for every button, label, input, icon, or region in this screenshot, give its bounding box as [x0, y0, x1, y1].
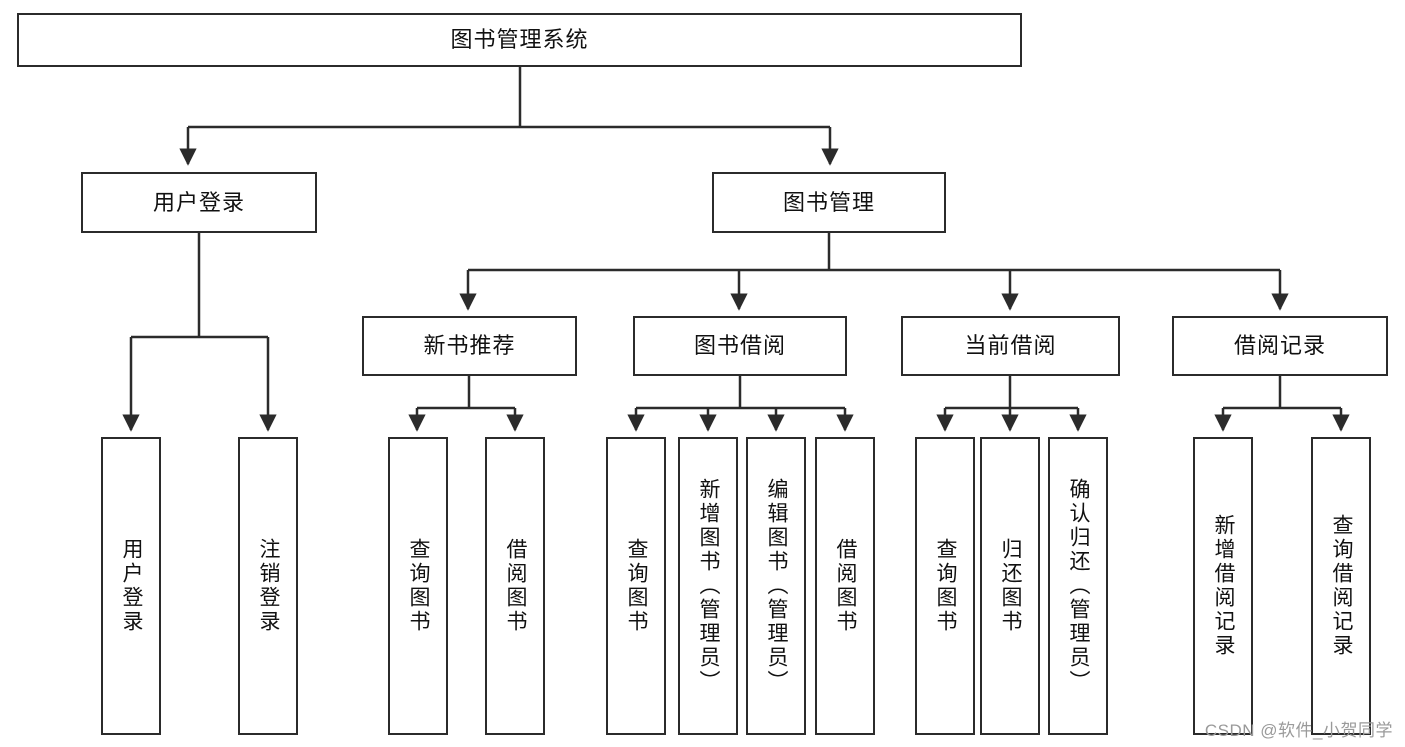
leaf-query-book-current[interactable]: 查询图书 [915, 437, 975, 735]
node-label: 查询借阅记录 [1330, 514, 1354, 658]
node-root-book-management-system[interactable]: 图书管理系统 [17, 13, 1022, 67]
leaf-query-borrow-record[interactable]: 查询借阅记录 [1311, 437, 1371, 735]
node-label: 图书管理 [782, 189, 875, 215]
leaf-query-book-recommend[interactable]: 查询图书 [388, 437, 448, 735]
node-label: 归还图书 [999, 538, 1023, 634]
leaf-edit-book-admin[interactable]: 编辑图书（管理员） [746, 437, 806, 735]
leaf-borrow-book[interactable]: 借阅图书 [815, 437, 875, 735]
leaf-add-borrow-record[interactable]: 新增借阅记录 [1193, 437, 1253, 735]
node-current-borrow[interactable]: 当前借阅 [901, 316, 1120, 376]
node-label: 借阅记录 [1233, 333, 1326, 359]
leaf-user-login[interactable]: 用户登录 [101, 437, 161, 735]
node-label: 借阅图书 [504, 538, 528, 634]
leaf-confirm-return-admin[interactable]: 确认归还（管理员） [1048, 437, 1108, 735]
node-new-book-recommend[interactable]: 新书推荐 [362, 316, 577, 376]
node-label: 查询图书 [934, 538, 958, 634]
node-book-borrow[interactable]: 图书借阅 [633, 316, 847, 376]
leaf-query-book-borrow[interactable]: 查询图书 [606, 437, 666, 735]
node-borrow-record[interactable]: 借阅记录 [1172, 316, 1388, 376]
node-label: 查询图书 [407, 538, 431, 634]
node-label: 新增借阅记录 [1212, 514, 1236, 658]
node-label: 新书推荐 [423, 333, 516, 359]
node-label: 确认归还（管理员） [1067, 478, 1091, 694]
node-label: 查询图书 [625, 538, 649, 634]
leaf-add-book-admin[interactable]: 新增图书（管理员） [678, 437, 738, 735]
node-book-management[interactable]: 图书管理 [712, 172, 946, 233]
node-label: 图书管理系统 [450, 27, 589, 53]
node-label: 用户登录 [152, 189, 245, 215]
node-label: 用户登录 [120, 538, 144, 634]
node-label: 当前借阅 [964, 333, 1057, 359]
leaf-borrow-book-recommend[interactable]: 借阅图书 [485, 437, 545, 735]
watermark: CSDN @软件_小贺同学 [1204, 721, 1393, 740]
leaf-return-book[interactable]: 归还图书 [980, 437, 1040, 735]
node-label: 新增图书（管理员） [697, 478, 721, 694]
node-user-login[interactable]: 用户登录 [81, 172, 317, 233]
node-label: 图书借阅 [693, 333, 786, 359]
node-label: 编辑图书（管理员） [765, 478, 789, 694]
node-label: 借阅图书 [834, 538, 858, 634]
leaf-user-logout[interactable]: 注销登录 [238, 437, 298, 735]
node-label: 注销登录 [257, 538, 281, 634]
